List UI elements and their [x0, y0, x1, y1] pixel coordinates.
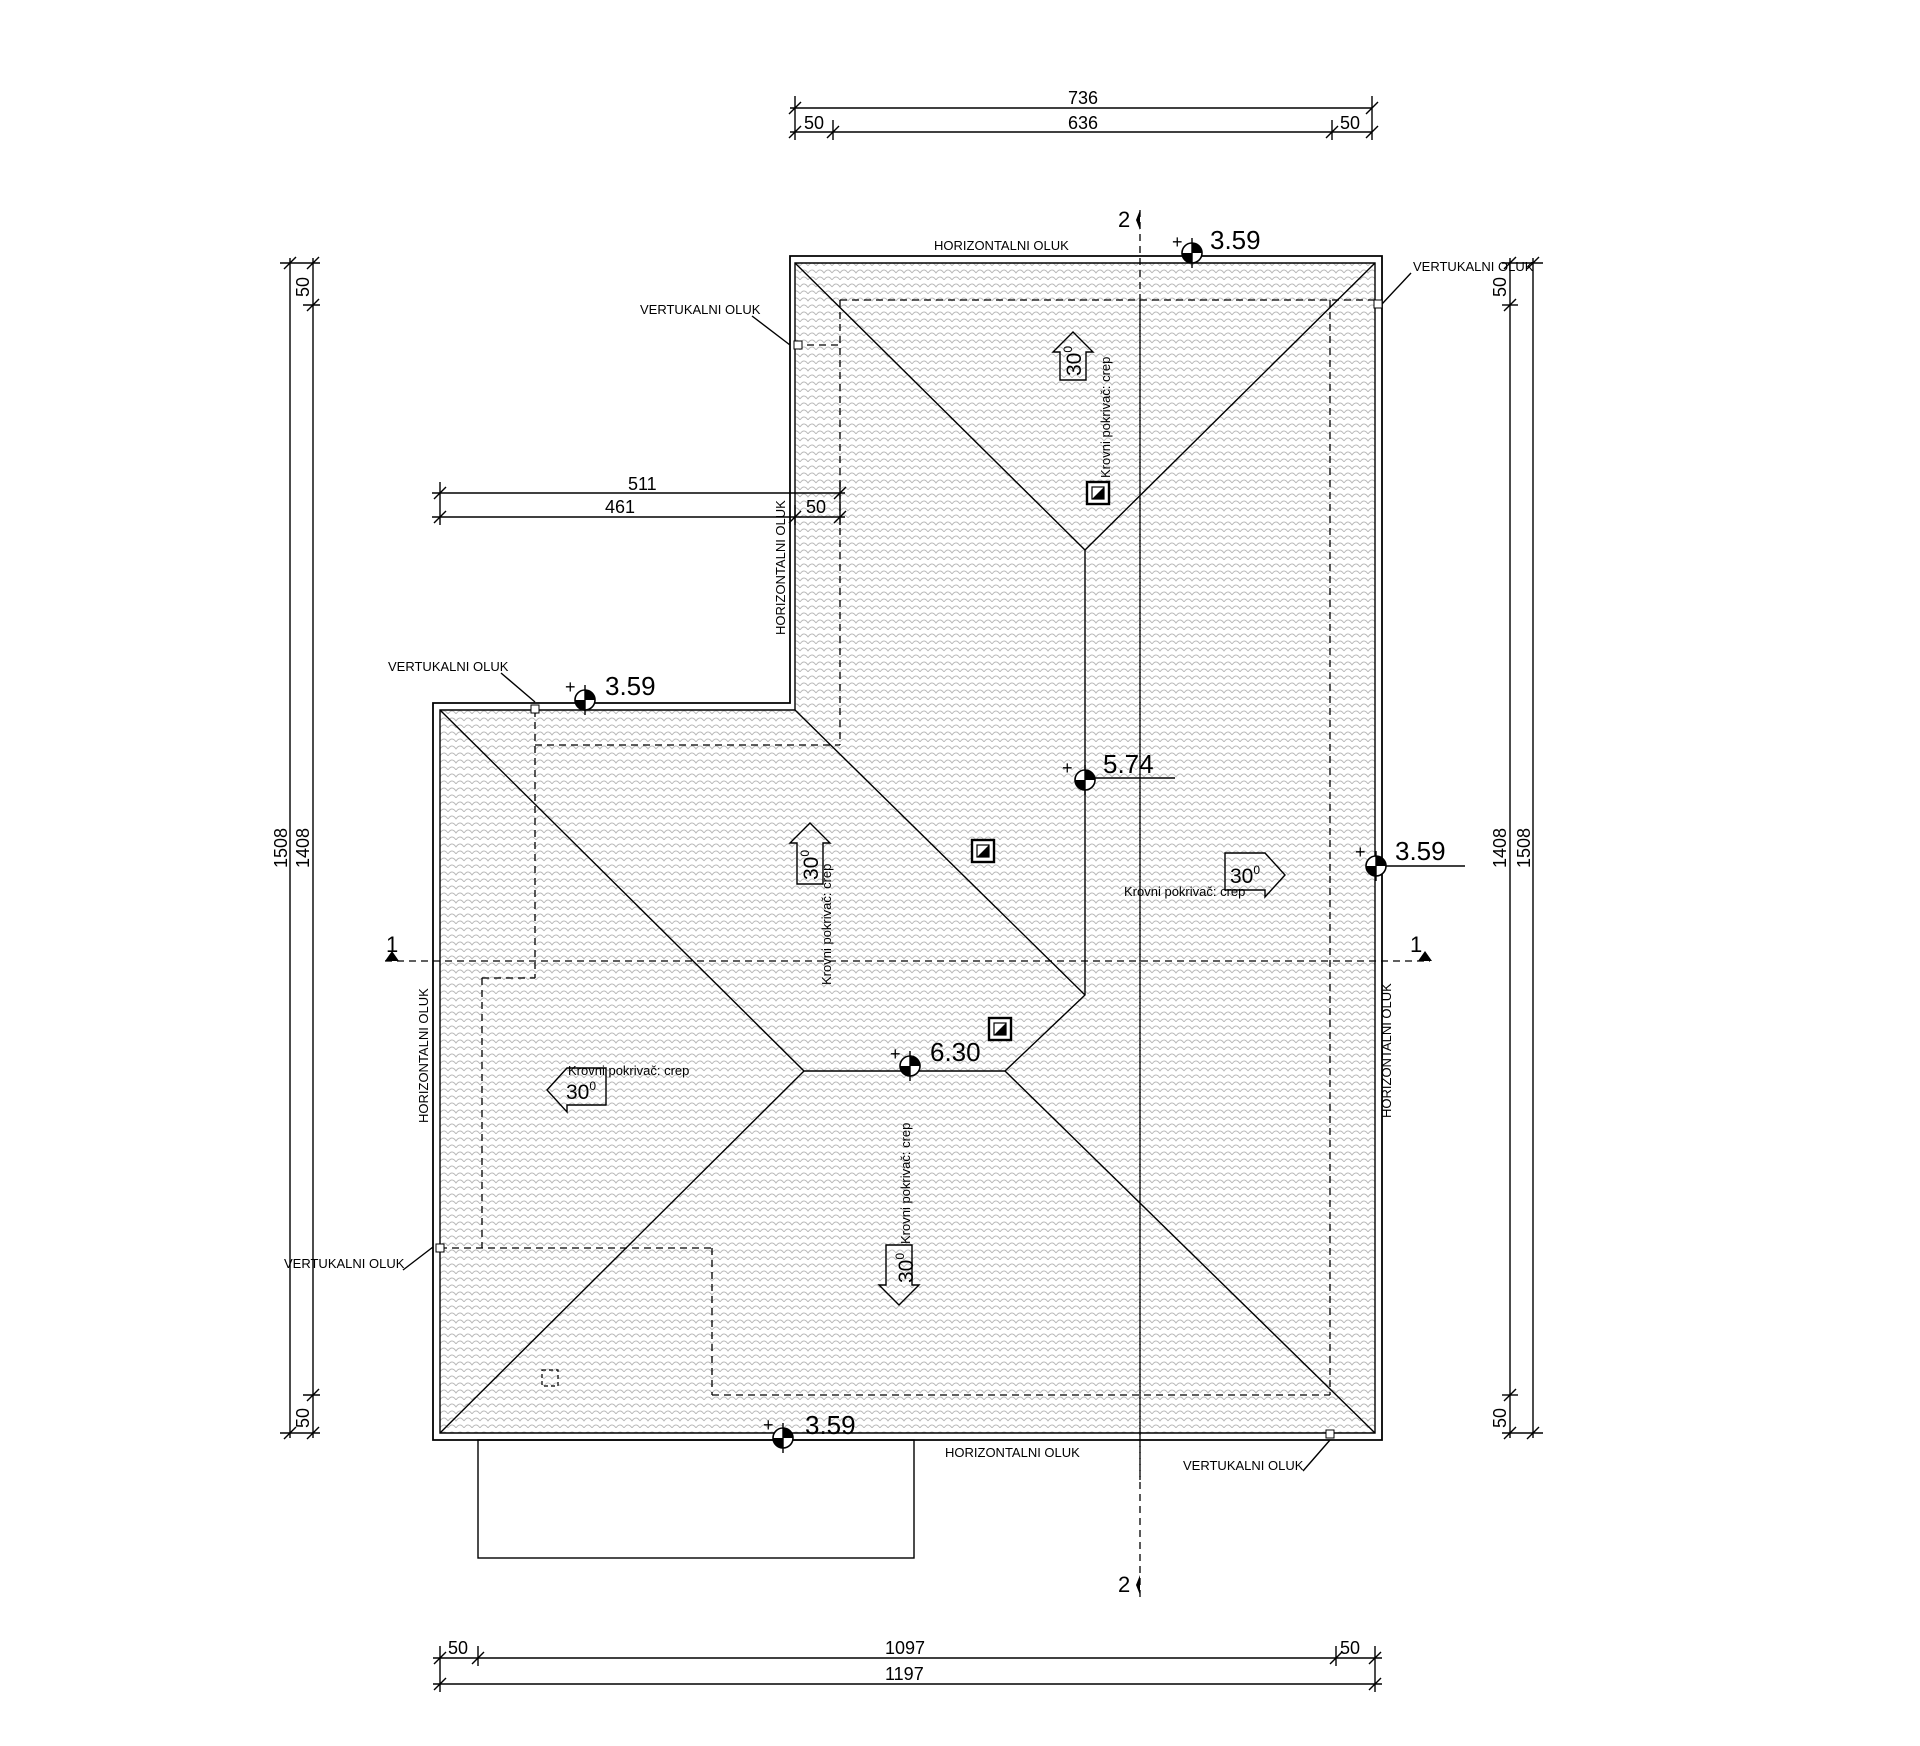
svg-text:5.74: 5.74	[1103, 749, 1154, 779]
downpipe-marks	[435, 299, 1383, 1439]
roof-tiles	[440, 263, 1375, 1433]
downpipe-label-left-wing: VERTUKALNI OLUK	[388, 659, 509, 674]
dim-left-inner: 1408	[293, 828, 313, 868]
slope-arrow-left: 300 Krovni pokrivač: crep	[546, 1063, 689, 1114]
svg-text:Krovni pokrivač: crep: Krovni pokrivač: crep	[898, 1123, 913, 1244]
dim-top	[788, 96, 1379, 140]
dim-right-inner: 1408	[1490, 828, 1510, 868]
chimney-icon	[541, 1369, 559, 1387]
roof-vent-icon	[970, 838, 996, 864]
dim-mid	[432, 482, 847, 525]
downpipe-label-top-left: VERTUKALNI OLUK	[640, 302, 761, 317]
section-2-label-bottom: 2	[1118, 1572, 1130, 1597]
slope-arrow-up-top: 300 Krovni pokrivač: crep	[1051, 331, 1113, 478]
dim-bottom-total: 1197	[885, 1664, 924, 1684]
gutter-label-top: HORIZONTALNI OLUK	[934, 238, 1069, 253]
section-1-label-right: 1	[1410, 932, 1422, 957]
slope-arrow-down: 300 Krovni pokrivač: crep	[877, 1123, 921, 1306]
svg-text:+: +	[1355, 842, 1366, 862]
svg-text:300: 300	[1061, 346, 1086, 376]
svg-text:3.59: 3.59	[805, 1410, 856, 1440]
svg-text:Krovni pokrivač: crep: Krovni pokrivač: crep	[1124, 884, 1245, 899]
level-mark-top: + 3.59	[1172, 225, 1261, 269]
dim-top-right: 50	[1340, 113, 1360, 133]
dim-bottom-mid: 1097	[885, 1638, 925, 1658]
slope-arrow-up-middle: 300 Krovni pokrivač: crep	[788, 822, 834, 985]
svg-text:+: +	[1172, 232, 1183, 252]
dim-top-total: 736	[1068, 88, 1098, 108]
dim-right-outer: 1508	[1514, 828, 1534, 868]
section-2-label-top: 2	[1118, 207, 1130, 232]
gutter-label-bottom: HORIZONTALNI OLUK	[945, 1445, 1080, 1460]
roof-ridges	[439, 262, 1376, 1434]
svg-text:Krovni pokrivač: crep: Krovni pokrivač: crep	[568, 1063, 689, 1078]
dim-top-mid: 636	[1068, 113, 1098, 133]
porch-outline	[477, 1439, 915, 1559]
svg-text:3.59: 3.59	[1395, 836, 1446, 866]
svg-text:300: 300	[798, 850, 823, 880]
dim-top-left: 50	[804, 113, 824, 133]
svg-text:+: +	[565, 677, 576, 697]
svg-text:Krovni pokrivač: crep: Krovni pokrivač: crep	[819, 864, 834, 985]
dim-left	[280, 256, 320, 1440]
downpipe-label-top-right: VERTUKALNI OLUK	[1413, 259, 1534, 274]
svg-text:+: +	[890, 1044, 901, 1064]
section-1-label-left: 1	[386, 932, 398, 957]
dim-bottom	[433, 1646, 1382, 1692]
level-mark-left-wing: + 3.59	[565, 671, 656, 716]
svg-text:+: +	[763, 1415, 774, 1435]
svg-text:+: +	[1062, 758, 1073, 778]
level-mark-ridge-center: + 6.30	[890, 1037, 981, 1082]
roof-vent-icon	[1085, 480, 1111, 506]
downpipe-label-left-lower: VERTUKALNI OLUK	[284, 1256, 405, 1271]
dim-mid-right: 50	[806, 497, 826, 517]
roof-vent-icon	[987, 1016, 1013, 1042]
svg-text:300: 300	[1230, 863, 1260, 888]
level-mark-ridge-upper: + 5.74	[1062, 749, 1175, 796]
level-mark-bottom: + 3.59	[763, 1410, 856, 1454]
svg-text:3.59: 3.59	[605, 671, 656, 701]
dim-left-bottom: 50	[293, 1408, 313, 1428]
dim-bottom-right: 50	[1340, 1638, 1360, 1658]
slope-arrow-right: 300 Krovni pokrivač: crep	[1124, 852, 1286, 899]
dim-mid-left: 461	[605, 497, 635, 517]
dim-mid-total: 511	[628, 474, 657, 494]
svg-text:300: 300	[893, 1253, 918, 1283]
roof-outline-outer	[432, 255, 1383, 1441]
downpipe-label-bottom-right: VERTUKALNI OLUK	[1183, 1458, 1304, 1473]
downpipe-leaders	[402, 272, 1412, 1472]
svg-text:6.30: 6.30	[930, 1037, 981, 1067]
svg-text:Krovni pokrivač: crep: Krovni pokrivač: crep	[1098, 357, 1113, 478]
dim-left-outer: 1508	[271, 828, 291, 868]
section-lines	[385, 210, 1432, 1600]
dim-right	[1502, 256, 1543, 1440]
dim-right-bottom: 50	[1490, 1408, 1510, 1428]
dim-left-top: 50	[293, 277, 313, 297]
gutter-label-left-upper: HORIZONTALNI OLUK	[773, 500, 788, 635]
svg-text:300: 300	[566, 1079, 596, 1104]
gutter-label-right: HORIZONTALNI OLUK	[1379, 983, 1394, 1118]
svg-text:3.59: 3.59	[1210, 225, 1261, 255]
dim-right-top: 50	[1490, 277, 1510, 297]
dim-bottom-left: 50	[448, 1638, 468, 1658]
gutter-label-left-lower: HORIZONTALNI OLUK	[416, 988, 431, 1123]
level-mark-right: + 3.59	[1355, 836, 1465, 882]
